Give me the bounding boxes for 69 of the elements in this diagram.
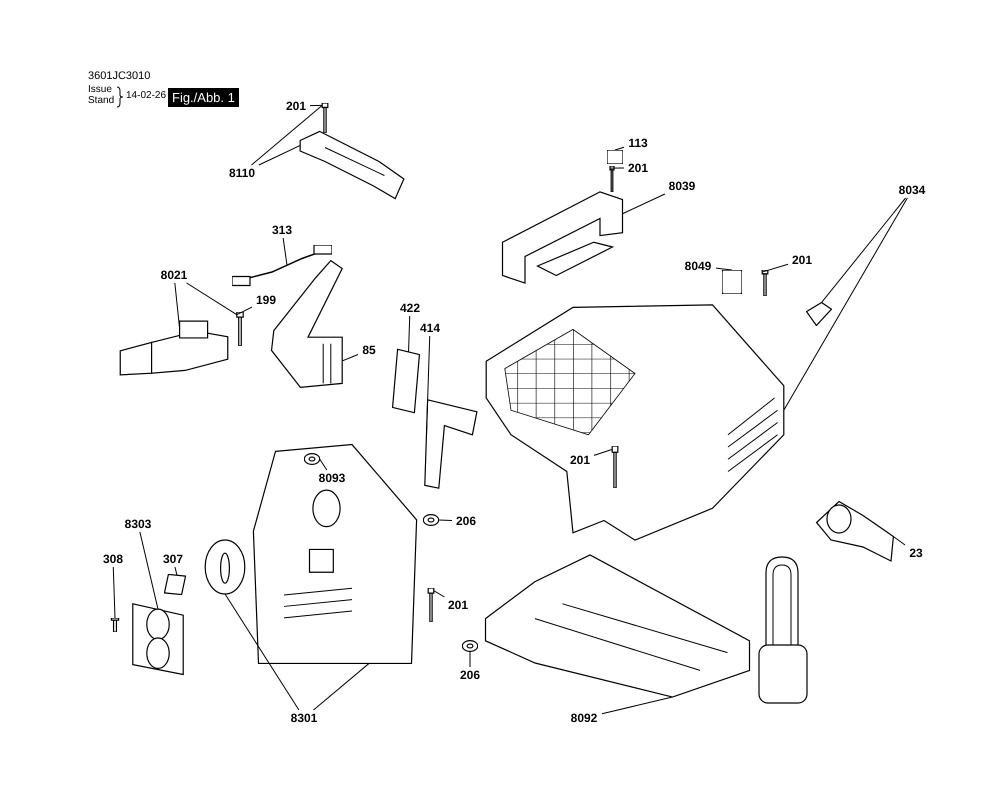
callout-number: 422 [396,300,424,316]
leader-line [258,144,301,166]
leader-line [236,306,252,316]
leader-line [186,282,238,316]
callout-number: 199 [252,292,280,308]
callout-number: 113 [624,135,652,151]
callout-number: 8303 [120,516,156,532]
switch-drawing [118,320,230,376]
washer-drawing [462,640,478,652]
handle-drawing [500,190,625,285]
callout-number: 23 [905,545,927,561]
leader-line [313,662,370,710]
callout-number: 206 [452,513,480,529]
issue-date: 14-02-26 [126,91,166,101]
leader-line [602,696,673,714]
leader-line [594,448,613,456]
leader-line [112,566,116,618]
knob-drawing [203,537,247,597]
callout-number: 313 [268,222,296,238]
callout-number: 8093 [314,470,350,486]
leader-line [438,520,452,521]
leader-line [319,458,328,470]
leader-line [783,198,908,411]
callout-number: 201 [566,452,594,468]
callout-number: 414 [416,320,444,336]
callout-number: 8110 [224,165,260,181]
leader-line [892,536,906,546]
figure-label: Fig./Abb. 1 [168,88,239,107]
leader-line [408,316,410,352]
leader-line [224,594,300,710]
leader-line [251,104,323,166]
leader-line [610,168,624,169]
callout-number: 201 [624,160,652,176]
leader-line [622,194,666,214]
callout-number: 201 [444,597,472,613]
leader-line [762,264,788,273]
sheet-drawing [164,574,186,595]
socket-drawing [130,600,186,676]
callout-number: 201 [282,98,310,114]
callout-number: 8092 [566,710,602,726]
leader-line [174,566,178,576]
washer-drawing [423,514,439,526]
callout-number: 206 [456,667,484,683]
callout-number: 85 [358,342,380,358]
callout-number: 8034 [894,182,930,198]
leader-line [821,198,906,303]
clip-drawing [806,302,832,326]
leader-line [310,104,323,106]
stand-label: Stand [88,96,114,106]
part-box [607,150,623,164]
part-number: 3601JC3010 [88,71,150,82]
channel-drawing [422,398,478,490]
callout-number: 201 [788,252,816,268]
screw-drawing [607,166,617,192]
part-box [722,270,742,294]
callout-number: 308 [99,551,127,567]
leader-line [282,238,288,266]
callout-number: 307 [159,551,187,567]
issue-label: Issue [88,85,112,95]
callout-number: 8049 [680,258,716,274]
leader-line [433,590,445,598]
foot-drawing [298,130,406,200]
callout-number: 8021 [156,267,192,283]
sheet-drawing [392,348,420,414]
callout-number: 8301 [286,710,322,726]
leader-line [139,532,158,610]
leader-line [342,354,358,362]
leader-line [614,146,624,150]
callout-number: 8039 [664,178,700,194]
